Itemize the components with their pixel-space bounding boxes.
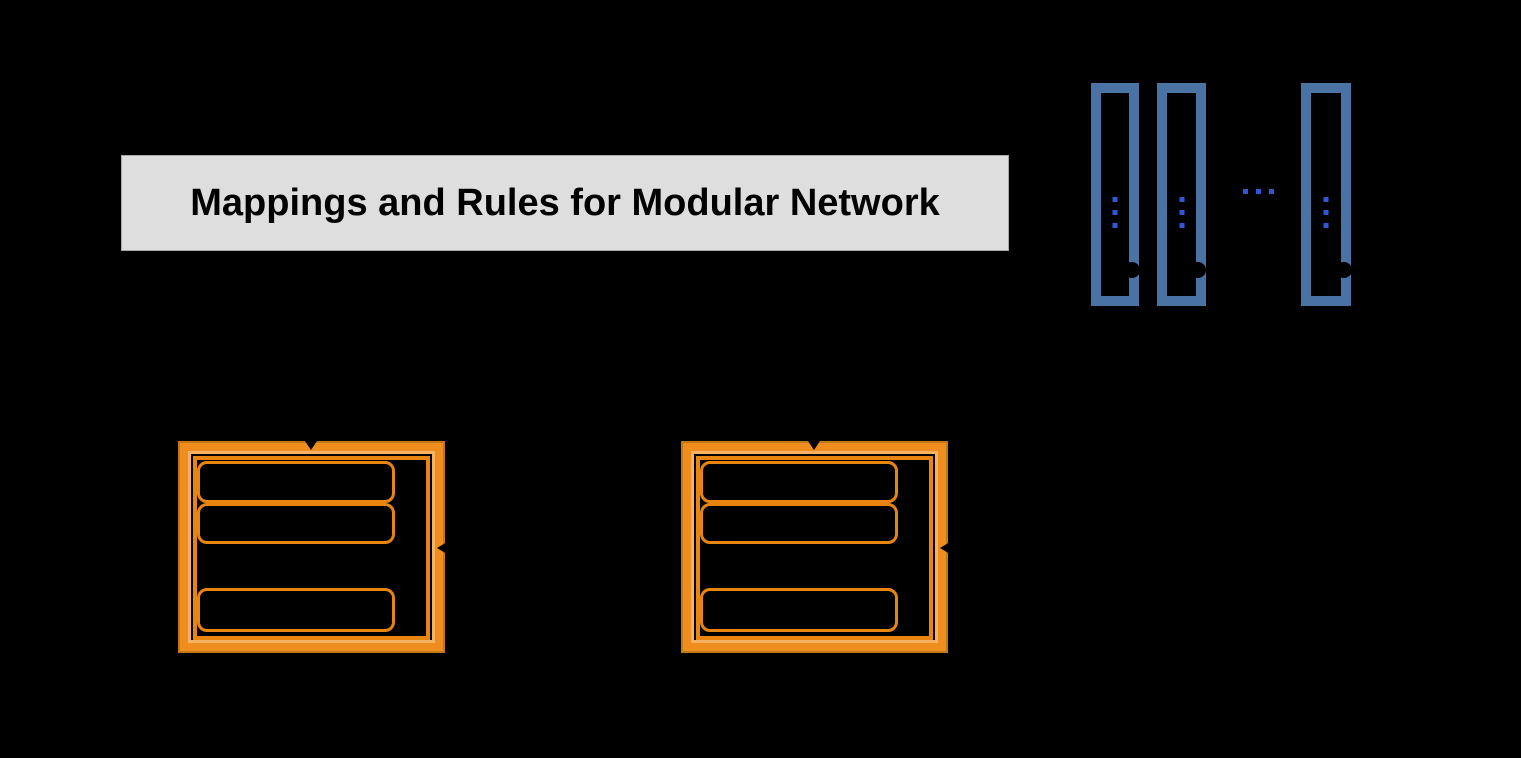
module-slot: [700, 588, 898, 632]
arrowhead-left-icon: [437, 542, 447, 554]
dot: [1323, 210, 1329, 215]
module-box-2: [683, 441, 950, 651]
dot: [1243, 189, 1248, 194]
dot: [1112, 197, 1118, 202]
module-box-1: [180, 441, 447, 651]
module-slot: [197, 503, 395, 544]
dot: [1179, 197, 1184, 202]
dot: [1112, 223, 1118, 228]
layer-column-1: [1091, 83, 1139, 306]
module-slot: [700, 503, 898, 544]
vertical-ellipsis-icon: [1112, 197, 1118, 228]
vertical-ellipsis-icon: [1323, 197, 1329, 228]
dot: [1112, 210, 1118, 215]
arrowhead-left-icon: [940, 542, 950, 554]
vertical-ellipsis-icon: [1179, 197, 1184, 228]
dot: [1179, 210, 1184, 215]
module-slot: [197, 588, 395, 632]
arrowhead-down-icon: [808, 441, 820, 450]
dot: [1269, 189, 1274, 194]
dot: [1256, 189, 1261, 194]
module-inner-frame: [696, 456, 933, 640]
horizontal-ellipsis-icon: [1243, 189, 1274, 194]
neuron-notch: [1336, 262, 1352, 278]
dot: [1323, 223, 1329, 228]
layer-column-3: [1301, 83, 1351, 306]
dot: [1179, 223, 1184, 228]
neuron-notch: [1190, 262, 1206, 278]
page-title: Mappings and Rules for Modular Network: [190, 181, 940, 224]
title-box: Mappings and Rules for Modular Network: [121, 155, 1009, 251]
module-slot: [700, 461, 898, 503]
module-slot: [197, 461, 395, 503]
dot: [1323, 197, 1329, 202]
module-inner-frame: [193, 456, 430, 640]
layer-column-2: [1157, 83, 1206, 306]
neuron-notch: [1124, 262, 1140, 278]
arrowhead-down-icon: [305, 441, 317, 450]
